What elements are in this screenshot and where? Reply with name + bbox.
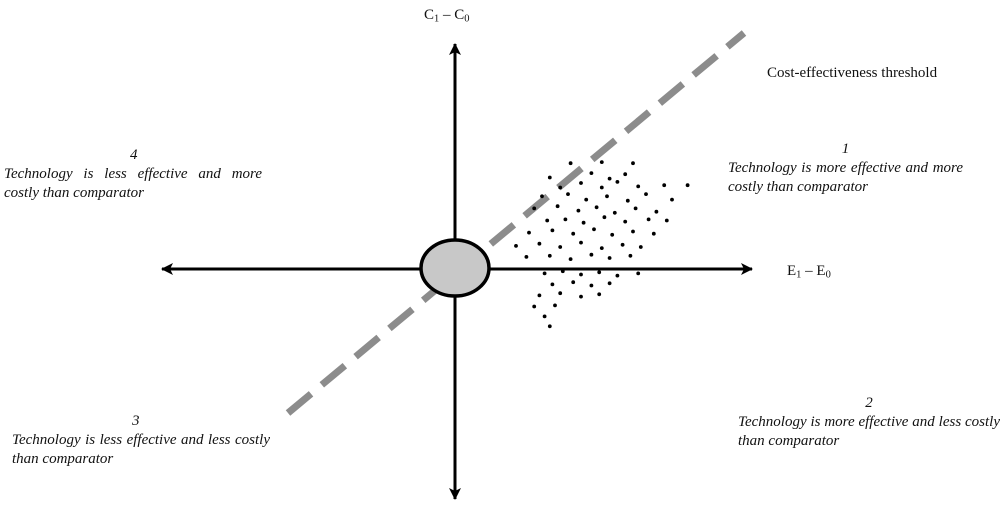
simulation-point (571, 231, 576, 236)
simulation-point (589, 252, 594, 257)
simulation-point (662, 183, 667, 188)
simulation-point (584, 197, 589, 202)
simulation-point (545, 218, 550, 223)
simulation-point (631, 161, 635, 166)
threshold-label: Cost-effectiveness threshold (767, 65, 938, 81)
simulation-point (623, 219, 628, 224)
simulation-point (599, 185, 604, 190)
simulation-point (542, 271, 547, 276)
simulation-point (646, 217, 651, 222)
simulation-point (555, 204, 560, 209)
simulation-point (636, 184, 641, 189)
simulation-point (542, 314, 547, 319)
simulation-point (615, 273, 620, 278)
simulation-point (651, 231, 656, 236)
threshold-line (285, 30, 747, 416)
quadrant-4-label: 4 Technology is less effective and more … (4, 147, 262, 201)
simulation-point (636, 271, 641, 276)
simulation-point (553, 303, 557, 308)
simulation-point (589, 283, 594, 288)
simulation-point (547, 175, 552, 180)
simulation-point (514, 244, 518, 248)
simulation-point (670, 197, 674, 202)
simulation-point (547, 324, 552, 329)
simulation-point (524, 255, 529, 259)
simulation-point (594, 205, 599, 210)
simulation-point (581, 220, 586, 225)
simulation-point (620, 242, 625, 247)
simulation-point (532, 206, 537, 211)
simulation-point (532, 304, 537, 309)
simulation-point (597, 270, 602, 275)
simulation-point (615, 180, 620, 184)
simulation-point (547, 253, 552, 258)
simulation-point (664, 218, 669, 223)
x-axis-label: E1 – E0 (787, 263, 831, 281)
simulation-point (602, 215, 607, 220)
simulation-point (592, 227, 596, 232)
simulation-point (563, 217, 568, 222)
simulation-point (612, 210, 617, 215)
simulation-point (579, 240, 583, 245)
origin-ellipse (419, 238, 491, 298)
simulation-point (631, 229, 635, 234)
simulation-point (550, 228, 555, 233)
simulation-point (558, 185, 563, 190)
quadrant-1-label: 1 Technology is more effective and more … (728, 141, 963, 195)
simulation-point (540, 194, 544, 199)
simulation-point (527, 230, 531, 235)
simulation-point (685, 183, 690, 188)
simulation-point (597, 292, 602, 297)
simulation-point (579, 181, 583, 185)
simulation-point (589, 171, 594, 176)
simulation-point (628, 253, 633, 258)
simulation-point (607, 281, 612, 286)
quadrant-3-label: 3 Technology is less effective and less … (12, 413, 270, 467)
simulation-point (579, 272, 583, 277)
simulation-point (550, 282, 555, 287)
simulation-point (558, 291, 563, 296)
simulation-point (537, 241, 542, 246)
simulation-point (568, 161, 573, 166)
simulation-point (623, 172, 628, 177)
simulation-point (599, 246, 604, 251)
simulation-point (579, 294, 583, 299)
simulation-point (537, 293, 542, 298)
simulation-point (644, 192, 648, 197)
simulation-point (610, 232, 615, 237)
simulation-point (638, 245, 643, 249)
simulation-point (654, 209, 659, 214)
simulation-point (605, 194, 609, 199)
simulation-point (568, 257, 573, 261)
simulation-point (607, 256, 612, 260)
simulation-point (571, 280, 576, 285)
simulation-point (558, 245, 563, 249)
simulation-point (625, 198, 630, 203)
quadrant-2-label: 2 Technology is more effective and less … (738, 395, 1000, 449)
simulation-point (576, 208, 581, 213)
simulation-point (599, 160, 604, 165)
simulation-points (514, 160, 690, 329)
simulation-point (566, 192, 570, 197)
simulation-point (633, 206, 638, 211)
simulation-point (560, 269, 565, 274)
simulation-point (607, 176, 612, 181)
y-axis-label: C1 – C0 (424, 7, 470, 25)
